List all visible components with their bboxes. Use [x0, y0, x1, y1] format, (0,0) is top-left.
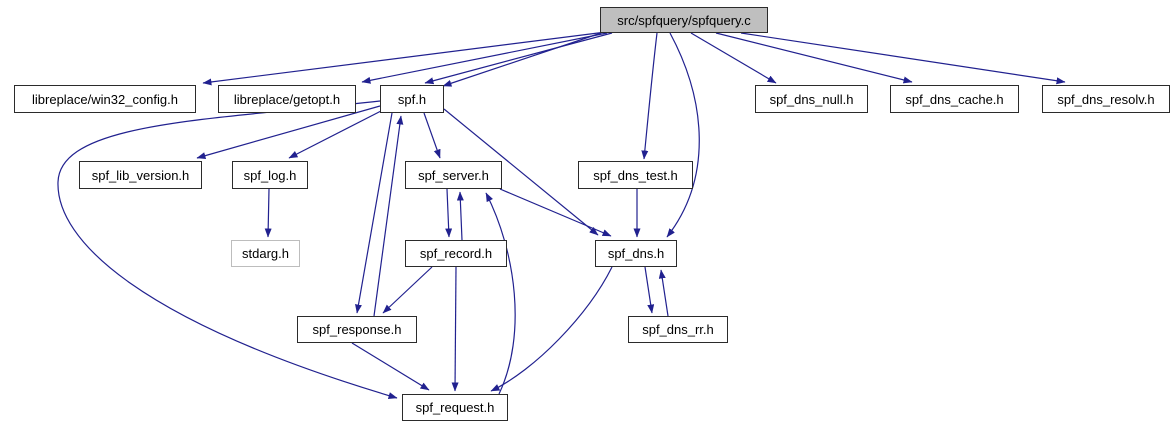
node-spfquery-c[interactable]: src/spfquery/spfquery.c: [600, 7, 768, 33]
node-spf-record-h[interactable]: spf_record.h: [405, 240, 507, 267]
edge-response-request: [351, 342, 430, 391]
edge-log-stdarg: [264, 188, 272, 238]
edge-dns-request: [490, 266, 613, 392]
node-spf-log-h[interactable]: spf_log.h: [232, 161, 308, 189]
edge-server-record: [445, 188, 453, 238]
edge-spfquery-dnsnull: [690, 32, 777, 84]
node-win32-config-h[interactable]: libreplace/win32_config.h: [14, 85, 196, 113]
node-spf-dns-h[interactable]: spf_dns.h: [595, 240, 677, 267]
node-spf-dns-rr-h[interactable]: spf_dns_rr.h: [628, 316, 728, 343]
node-spf-dns-cache-h[interactable]: spf_dns_cache.h: [890, 85, 1019, 113]
edge-spf-response: [355, 112, 393, 314]
edge-request-server: [485, 192, 516, 395]
node-spf-dns-test-h[interactable]: spf_dns_test.h: [578, 161, 693, 189]
node-spf-dns-resolv-h[interactable]: spf_dns_resolv.h: [1042, 85, 1170, 113]
node-stdarg-h: stdarg.h: [231, 240, 300, 267]
edge-spf-log: [288, 110, 382, 159]
node-spf-server-h[interactable]: spf_server.h: [405, 161, 502, 189]
edge-spfquery-getopt: [361, 32, 608, 84]
edge-spfquery-spf-a: [424, 32, 613, 85]
edge-spfquery-dnsresolv: [740, 32, 1066, 85]
node-spf-lib-version-h[interactable]: spf_lib_version.h: [79, 161, 202, 189]
edge-spfquery-dnscache: [715, 32, 913, 84]
edge-server-dns: [499, 188, 612, 237]
edge-spf-libver: [196, 105, 381, 160]
edge-response-spf: [373, 115, 404, 317]
edge-spfquery-win32: [202, 31, 607, 86]
edge-spfquery-dns: [666, 32, 700, 238]
edge-spf-server: [423, 112, 441, 159]
node-spf-request-h[interactable]: spf_request.h: [402, 394, 508, 421]
node-getopt-h[interactable]: libreplace/getopt.h: [218, 85, 356, 113]
edge-record-response: [382, 266, 433, 314]
node-spf-dns-null-h[interactable]: spf_dns_null.h: [755, 85, 868, 113]
edge-spf-dns: [443, 108, 599, 236]
edge-spf-request: [57, 100, 398, 399]
edge-dnsrr-dns: [658, 269, 669, 317]
edge-record-request: [451, 266, 459, 392]
edge-record-server: [456, 191, 464, 241]
edge-spfquery-dnstest: [641, 32, 658, 160]
node-spf-response-h[interactable]: spf_response.h: [297, 316, 417, 343]
node-spf-h[interactable]: spf.h: [380, 85, 444, 113]
edge-spfquery-spf-b: [442, 32, 602, 87]
edge-dns-dnsrr: [644, 266, 655, 314]
